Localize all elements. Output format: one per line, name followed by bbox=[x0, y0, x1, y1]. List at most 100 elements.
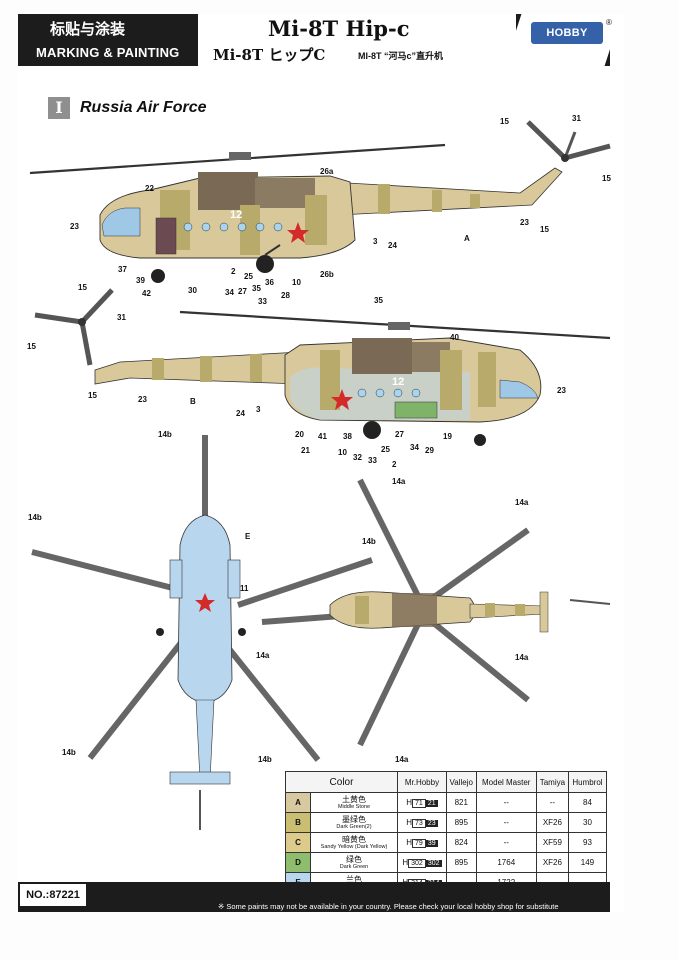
svg-text:15: 15 bbox=[88, 391, 97, 400]
header-title-en: MARKING & PAINTING bbox=[36, 45, 180, 60]
model-master-code: -- bbox=[475, 812, 537, 833]
svg-text:14a: 14a bbox=[392, 477, 406, 486]
svg-text:28: 28 bbox=[281, 291, 290, 300]
svg-text:30: 30 bbox=[188, 286, 197, 295]
svg-text:24: 24 bbox=[236, 409, 245, 418]
svg-text:B: B bbox=[190, 397, 196, 406]
header-tamiya: Tamiya bbox=[535, 771, 569, 793]
svg-text:38: 38 bbox=[343, 432, 352, 441]
svg-text:27: 27 bbox=[238, 287, 247, 296]
mrhobby-c-number: 302 bbox=[425, 859, 442, 867]
tamiya-code: XF26 bbox=[535, 852, 569, 873]
header-title-cn: 标贴与涂装 bbox=[50, 21, 126, 38]
svg-text:20: 20 bbox=[295, 430, 304, 439]
color-swatch: A bbox=[285, 792, 311, 813]
svg-text:22: 22 bbox=[145, 184, 154, 193]
svg-text:31: 31 bbox=[572, 114, 581, 123]
color-name-en: Sandy Yellow (Dark Yellow) bbox=[320, 843, 388, 850]
svg-text:25: 25 bbox=[381, 445, 390, 454]
svg-text:29: 29 bbox=[425, 446, 434, 455]
color-name-cn: 绿色 bbox=[346, 854, 362, 864]
vallejo-code: 895 bbox=[445, 852, 477, 873]
header-humbrol: Humbrol bbox=[567, 771, 608, 793]
color-name-en: Dark Green bbox=[339, 863, 369, 870]
svg-text:10: 10 bbox=[338, 448, 347, 457]
model-title-cn: MI-8T “河马c”直升机 bbox=[358, 51, 444, 61]
svg-text:23: 23 bbox=[557, 386, 566, 395]
svg-text:15: 15 bbox=[540, 225, 549, 234]
header-model-master: Model Master bbox=[475, 771, 537, 793]
svg-text:35: 35 bbox=[252, 284, 261, 293]
instruction-page bbox=[18, 14, 624, 912]
svg-text:34: 34 bbox=[225, 288, 234, 297]
svg-text:31: 31 bbox=[117, 313, 126, 322]
mrhobby-h-number: 71 bbox=[412, 798, 426, 808]
color-table-header: Color Mr.Hobby Vallejo Model Master Tami… bbox=[285, 771, 608, 793]
model-master-code: 1764 bbox=[475, 852, 537, 873]
svg-text:11: 11 bbox=[240, 584, 249, 593]
svg-text:2: 2 bbox=[231, 267, 236, 276]
mrhobby-c-number: 39 bbox=[425, 839, 438, 847]
kit-number: NO.:87221 bbox=[18, 882, 88, 908]
header-center-panel bbox=[198, 14, 516, 66]
plan-view-upper bbox=[261, 478, 611, 747]
svg-text:24: 24 bbox=[388, 241, 397, 250]
tamiya-code: XF26 bbox=[535, 812, 569, 833]
svg-text:37: 37 bbox=[118, 265, 127, 274]
svg-text:14b: 14b bbox=[258, 755, 272, 764]
svg-text:23: 23 bbox=[138, 395, 147, 404]
humbrol-code: 93 bbox=[567, 832, 608, 853]
svg-text:21: 21 bbox=[301, 446, 310, 455]
section-title: Russia Air Force bbox=[80, 99, 207, 116]
color-reference-table: Color Mr.Hobby Vallejo Model Master Tami… bbox=[285, 771, 608, 893]
svg-text:14b: 14b bbox=[158, 430, 172, 439]
vallejo-code: 824 bbox=[445, 832, 477, 853]
color-name-en: Dark Green(2) bbox=[336, 823, 372, 830]
svg-text:33: 33 bbox=[258, 297, 267, 306]
svg-text:42: 42 bbox=[142, 289, 151, 298]
plan-view-underside bbox=[31, 435, 373, 830]
color-swatch: D bbox=[285, 852, 311, 873]
header-mrhobby: Mr.Hobby bbox=[397, 771, 447, 793]
tail-number-decal: 12 bbox=[230, 209, 242, 221]
svg-text:14a: 14a bbox=[395, 755, 409, 764]
color-swatch: B bbox=[285, 812, 311, 833]
profile-right-side: 12 bbox=[29, 120, 611, 283]
mrhobby-c-number: 23 bbox=[425, 819, 438, 827]
svg-text:14a: 14a bbox=[256, 651, 270, 660]
svg-text:39: 39 bbox=[136, 276, 145, 285]
mrhobby-h-number: 302 bbox=[408, 858, 426, 868]
footer-band bbox=[18, 882, 610, 912]
svg-text:19: 19 bbox=[443, 432, 452, 441]
model-title-jp: Mi-8T ヒップC bbox=[213, 46, 326, 64]
svg-text:14b: 14b bbox=[62, 748, 76, 757]
svg-text:A: A bbox=[464, 234, 470, 243]
svg-text:10: 10 bbox=[292, 278, 301, 287]
tail-number-decal-left: 12 bbox=[392, 376, 404, 388]
svg-text:2: 2 bbox=[392, 460, 397, 469]
color-name-en: Middle Stone bbox=[337, 803, 371, 810]
svg-text:15: 15 bbox=[27, 342, 36, 351]
svg-text:32: 32 bbox=[353, 453, 362, 462]
vallejo-code: 821 bbox=[445, 792, 477, 813]
svg-text:14b: 14b bbox=[362, 537, 376, 546]
paint-availability-note: ※ Some paints may not be available in yo… bbox=[218, 902, 559, 911]
svg-text:15: 15 bbox=[602, 174, 611, 183]
registered-mark: ® bbox=[606, 18, 612, 27]
model-master-code: -- bbox=[475, 792, 537, 813]
model-title: Mi-8T Hip-c bbox=[268, 16, 410, 41]
profile-left-side: 12 bbox=[34, 288, 611, 446]
humbrol-code: 30 bbox=[567, 812, 608, 833]
svg-text:14a: 14a bbox=[515, 653, 529, 662]
